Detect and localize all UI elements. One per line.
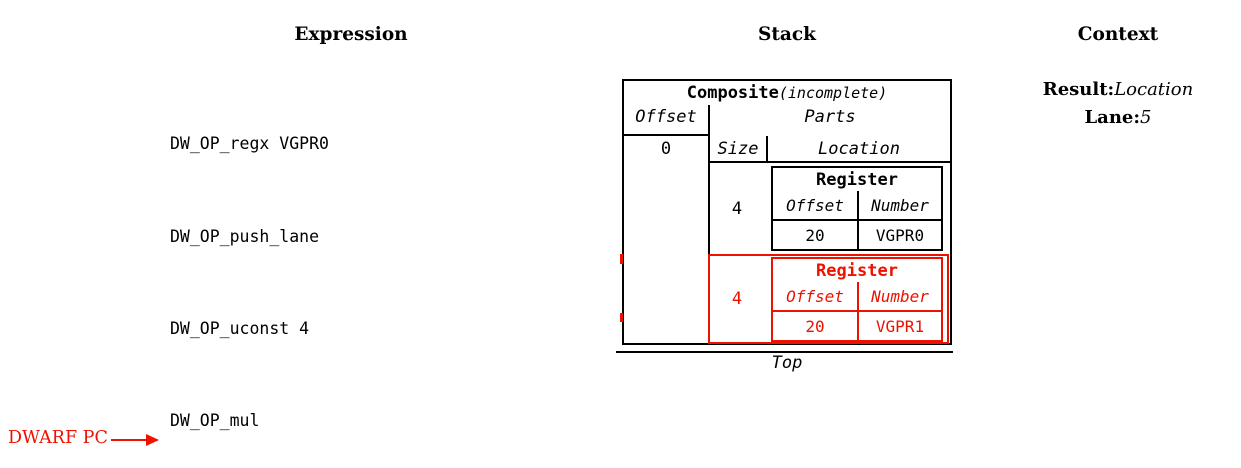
expression-item: DW_OP_regx VGPR0 bbox=[170, 134, 329, 154]
size-location-underline bbox=[708, 161, 950, 163]
size-column-header: Size bbox=[717, 139, 759, 159]
register-offset-header: Offset bbox=[773, 282, 859, 310]
register-header-row: Offset Number bbox=[773, 191, 941, 221]
dwarf-pc-arrow bbox=[111, 439, 147, 441]
register-number-header: Number bbox=[871, 195, 929, 215]
composite-offset-value: 0 bbox=[660, 139, 672, 159]
context-column-title: Context bbox=[1077, 24, 1159, 45]
context-result-value: Location bbox=[1114, 79, 1194, 100]
stack-column-title: Stack bbox=[758, 24, 816, 45]
composite-header: Composite(incomplete) bbox=[624, 83, 950, 106]
register-number-value: VGPR0 bbox=[875, 225, 925, 245]
register-offset-header: Offset bbox=[773, 191, 859, 219]
register-table: Register Offset Number 20 VGPR1 bbox=[771, 257, 943, 342]
expression-item: DW_OP_mul bbox=[170, 410, 260, 430]
size-location-divider bbox=[766, 136, 768, 161]
register-header-row: Offset Number bbox=[773, 282, 941, 312]
highlighted-part-outline bbox=[708, 254, 949, 344]
highlight-overdraw-tick bbox=[620, 313, 623, 322]
stack-top-label: Top bbox=[771, 353, 803, 373]
stack-part-size: 4 bbox=[731, 289, 743, 309]
parts-column-header: Parts bbox=[804, 107, 856, 127]
register-offset-value: 20 bbox=[773, 312, 859, 340]
register-table: Register Offset Number 20 VGPR0 bbox=[771, 166, 943, 251]
expression-item: DW_OP_uconst 4 bbox=[170, 318, 310, 338]
context-lane-value: 5 bbox=[1140, 107, 1152, 128]
context-lane-line: Lane:5 bbox=[998, 107, 1238, 128]
dwarf-pc-arrowhead-icon bbox=[146, 434, 159, 446]
offset-header-underline bbox=[624, 134, 708, 136]
stack-table bbox=[622, 79, 952, 345]
register-title: Register bbox=[816, 169, 898, 190]
register-offset-value: 20 bbox=[773, 221, 859, 249]
offset-parts-divider bbox=[708, 105, 710, 255]
context-result-label: Result: bbox=[1042, 79, 1115, 100]
stack-part-size: 4 bbox=[731, 198, 743, 219]
register-value-row: 20 VGPR0 bbox=[773, 221, 941, 249]
offset-column-header: Offset bbox=[635, 107, 697, 127]
location-column-header: Location bbox=[818, 139, 900, 159]
composite-qualifier: (incomplete) bbox=[778, 84, 888, 102]
expression-item: DW_OP_push_lane bbox=[170, 226, 320, 246]
dwarf-pc-label: DWARF PC bbox=[8, 428, 108, 448]
expression-column-title: Expression bbox=[294, 24, 408, 45]
stack-top-line bbox=[616, 351, 953, 353]
register-title: Register bbox=[816, 260, 898, 281]
register-value-row: 20 VGPR1 bbox=[773, 312, 941, 340]
context-result-line: Result:Location bbox=[998, 79, 1238, 100]
composite-title: Composite bbox=[686, 83, 779, 103]
highlight-overdraw-tick bbox=[620, 254, 623, 264]
register-number-value: VGPR1 bbox=[875, 316, 925, 336]
context-lane-label: Lane: bbox=[1084, 107, 1141, 128]
expression-list: DW_OP_regx VGPR0 DW_OP_push_lane DW_OP_u… bbox=[170, 68, 329, 468]
register-number-header: Number bbox=[871, 286, 929, 306]
